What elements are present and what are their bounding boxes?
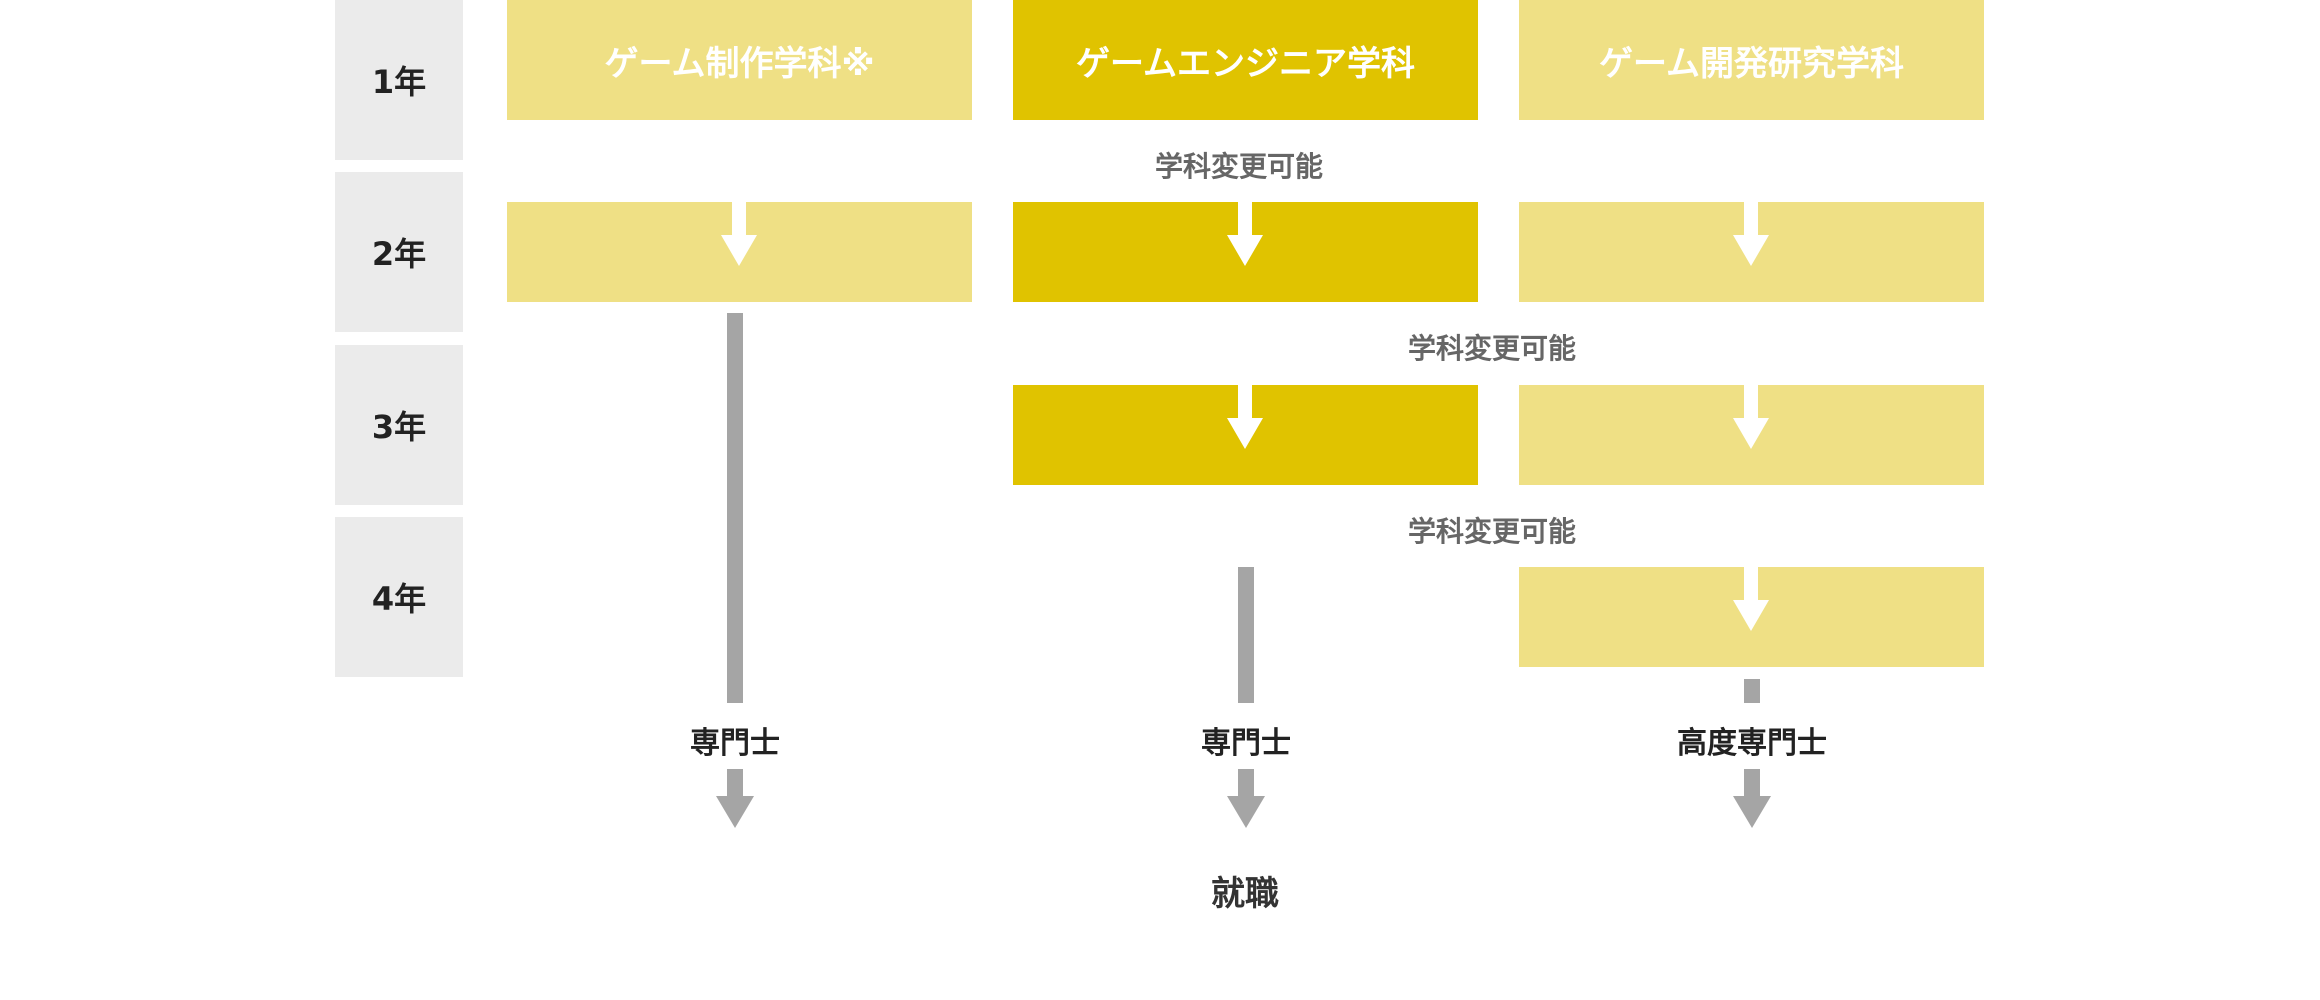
creation-year2-box: [507, 202, 972, 302]
research-year2-box: [1519, 202, 1984, 302]
down-arrow-icon: [716, 769, 754, 829]
year-label-3: 3年: [335, 345, 463, 505]
year-label-2: 2年: [335, 172, 463, 332]
down-arrow-icon: [1227, 769, 1265, 829]
down-arrow-icon: [721, 202, 757, 266]
outcome-research: 高度専門士: [1677, 726, 1827, 761]
outcome-engineer: 専門士: [1201, 726, 1291, 761]
creation-path-line: [727, 313, 743, 703]
year-label-4: 4年: [335, 517, 463, 677]
research-path-line: [1744, 679, 1760, 703]
engineer-year3-box: [1013, 385, 1478, 485]
research-year4-box: [1519, 567, 1984, 667]
dept-game-creation: ゲーム制作学科※: [507, 0, 972, 120]
change-label-3: 学科変更可能: [1408, 515, 1577, 548]
final-employment: 就職: [1211, 874, 1279, 914]
down-arrow-icon: [1733, 202, 1769, 266]
down-arrow-icon: [1733, 385, 1769, 449]
research-year3-box: [1519, 385, 1984, 485]
outcome-creation: 専門士: [690, 726, 780, 761]
dept-game-research: ゲーム開発研究学科: [1519, 0, 1984, 120]
year-label-1: 1年: [335, 0, 463, 160]
change-label-2: 学科変更可能: [1408, 332, 1577, 365]
down-arrow-icon: [1733, 769, 1771, 829]
change-label-1: 学科変更可能: [1155, 150, 1324, 183]
down-arrow-icon: [1733, 567, 1769, 631]
dept-game-engineer: ゲームエンジニア学科: [1013, 0, 1478, 120]
engineer-year2-box: [1013, 202, 1478, 302]
down-arrow-icon: [1227, 385, 1263, 449]
down-arrow-icon: [1227, 202, 1263, 266]
engineer-path-line: [1238, 567, 1254, 703]
